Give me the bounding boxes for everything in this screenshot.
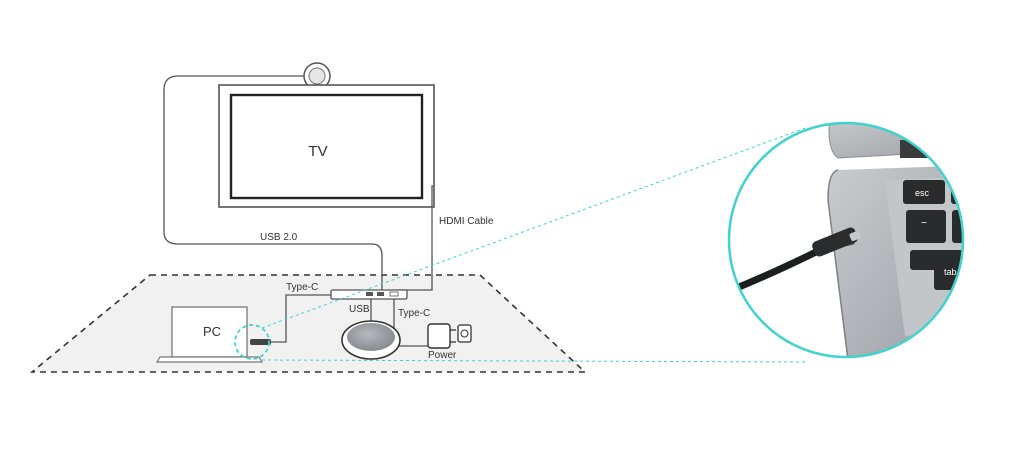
speakerphone-icon — [341, 320, 401, 360]
zoom-detail: esc ~ tab — [727, 121, 965, 359]
camera-icon — [303, 62, 331, 93]
power-label: Power — [428, 350, 457, 361]
hdmi-label: HDMI Cable — [439, 216, 494, 227]
wall-socket-icon — [457, 324, 472, 343]
usb2-cable — [163, 75, 383, 290]
key-tilde-label: ~ — [921, 218, 927, 229]
usb-c-plug-zoom-icon — [729, 227, 861, 294]
laptop-icon — [155, 306, 264, 363]
key-tab-label: tab — [944, 267, 957, 277]
hub-icon — [330, 289, 408, 300]
zoom-line-bottom — [261, 359, 809, 363]
typec-bottom-label: Type-C — [398, 308, 430, 319]
tv-icon — [218, 84, 435, 208]
zoom-line-top — [261, 126, 809, 329]
pc-label: PC — [203, 324, 221, 339]
typec-top-label: Type-C — [286, 282, 318, 293]
key-esc-label: esc — [915, 188, 930, 198]
zoom-callout-small — [234, 324, 270, 360]
typec-pc-cable — [271, 294, 331, 343]
hdmi-cable — [400, 185, 434, 291]
usb2-label: USB 2.0 — [260, 232, 298, 243]
power-adapter-icon — [427, 323, 456, 349]
usb-c-plug-icon — [250, 339, 271, 345]
usb-label: USB — [349, 304, 370, 315]
tv-label: TV — [308, 143, 327, 160]
